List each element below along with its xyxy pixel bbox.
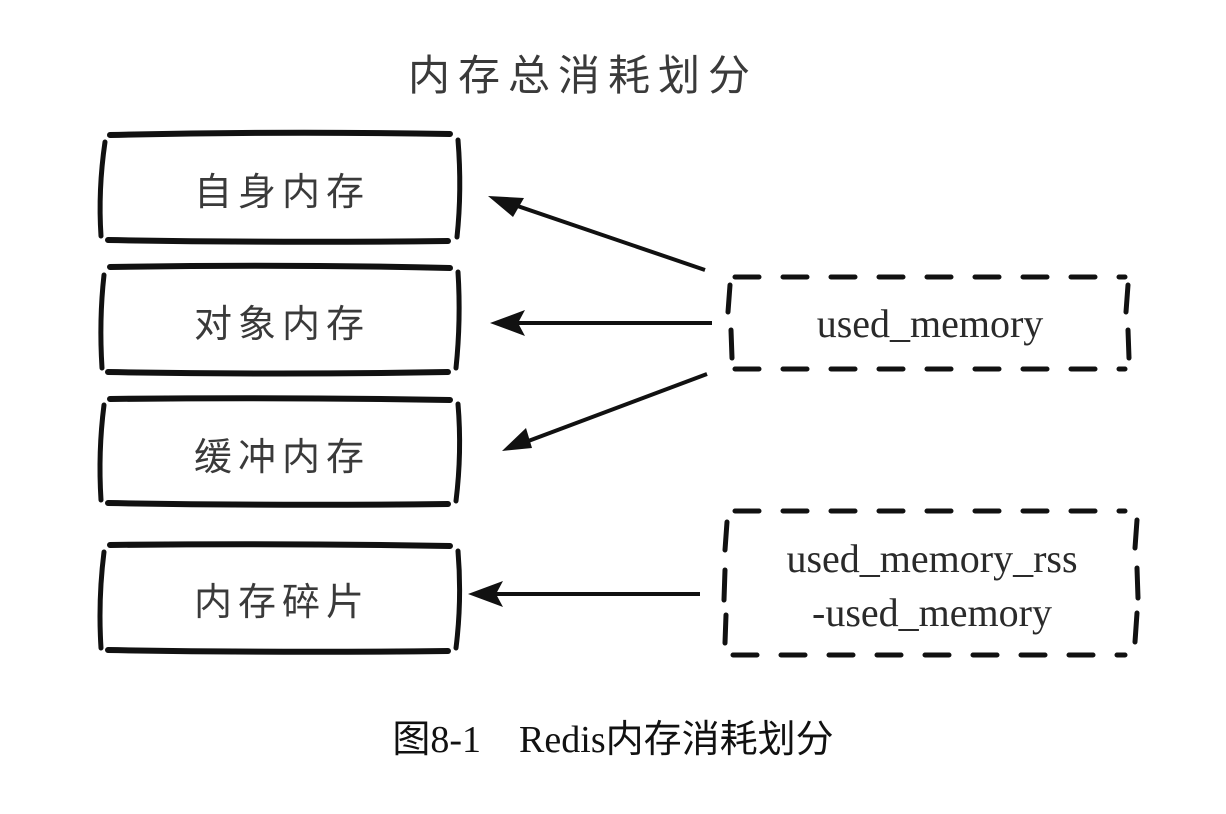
memory-part-fragment: 内存碎片 — [97, 541, 463, 655]
arrowhead-icon — [468, 581, 503, 607]
memory-part-label: 内存碎片 — [194, 580, 370, 624]
diagram-title: 内存总消耗划分 — [408, 51, 758, 100]
arrowhead-icon — [488, 196, 524, 217]
metric-label: -used_memory — [812, 590, 1052, 635]
arrow-used-memory-to-self — [499, 198, 706, 272]
arrow-used-memory-to-buffer — [514, 372, 708, 448]
metric-used-memory: used_memory — [725, 274, 1132, 372]
memory-part-self: 自身内存 — [97, 129, 463, 245]
metric-label: used_memory — [817, 301, 1044, 346]
arrows — [468, 196, 712, 607]
memory-part-label: 自身内存 — [194, 170, 370, 214]
arrowhead-icon — [490, 310, 525, 336]
figure-caption: 图8-1 Redis内存消耗划分 — [392, 719, 833, 761]
metric-rss-minus-used: used_memory_rss -used_memory — [721, 508, 1141, 658]
metric-label: used_memory_rss — [786, 536, 1077, 581]
memory-part-label: 对象内存 — [194, 302, 370, 346]
arrowhead-icon — [502, 428, 532, 451]
memory-part-buffer: 缓冲内存 — [97, 395, 463, 508]
memory-part-object: 对象内存 — [98, 262, 462, 377]
memory-part-label: 缓冲内存 — [194, 435, 370, 479]
